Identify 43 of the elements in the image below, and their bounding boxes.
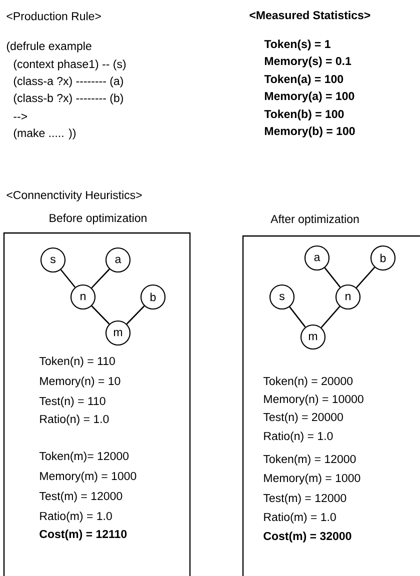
statistic-text: Memory(n) = 10 bbox=[40, 376, 120, 388]
section-heading: <Production Rule> bbox=[6, 12, 101, 20]
connector-line bbox=[356, 266, 376, 288]
statistic-text: Memory(m) = 1000 bbox=[264, 474, 360, 484]
section-heading: <Connenctivity Heuristics> bbox=[6, 190, 142, 202]
connector-line bbox=[126, 306, 145, 324]
statistic-text: Token(n) = 20000 bbox=[263, 376, 353, 388]
statistic-text: Test(m) = 12000 bbox=[263, 494, 346, 504]
panel-heading: After optimization bbox=[270, 214, 359, 226]
statistic-text: Memory(m) = 1000 bbox=[40, 472, 136, 482]
statistic-text: Token(b) = 100 bbox=[264, 110, 344, 120]
statistic-text: Memory(s) = 0.1 bbox=[264, 56, 352, 68]
statistic-text: Token(a) = 100 bbox=[264, 74, 344, 86]
statistic-text: Token(m)= 12000 bbox=[39, 452, 129, 462]
connector-line bbox=[320, 306, 340, 328]
rule-code-line: (class-b ?x) -------- (b) bbox=[14, 94, 123, 104]
statistic-text: Memory(n) = 10000 bbox=[264, 394, 364, 406]
statistic-text: Cost(m) = 12110 bbox=[40, 530, 127, 540]
statistic-text: Ratio(m) = 1.0 bbox=[264, 512, 336, 524]
connector-line bbox=[289, 306, 306, 328]
rule-code-line: (defrule example bbox=[6, 42, 92, 52]
statistic-text: Test(m) = 12000 bbox=[39, 492, 122, 502]
rule-code-line: (class-a ?x) -------- (a) bbox=[14, 76, 123, 88]
rule-code-line: --> bbox=[14, 114, 27, 120]
connector-line bbox=[91, 306, 110, 324]
section-heading: <Measured Statistics> bbox=[250, 10, 370, 20]
connector-line bbox=[91, 268, 110, 288]
connector-line bbox=[324, 267, 341, 288]
statistic-text: Ratio(n) = 1.0 bbox=[264, 432, 333, 442]
statistic-text: Memory(a) = 100 bbox=[264, 92, 354, 102]
statistic-text: Ratio(m) = 1.0 bbox=[40, 512, 112, 522]
statistic-text: Token(s) = 1 bbox=[264, 40, 330, 50]
statistic-text: Memory(b) = 100 bbox=[264, 126, 355, 138]
rule-code-line: (make ..... )) bbox=[14, 128, 76, 140]
connector-line bbox=[60, 269, 76, 288]
statistic-text: Token(n) = 110 bbox=[39, 356, 115, 368]
statistic-text: Token(m) = 12000 bbox=[263, 454, 356, 466]
panel-heading: Before optimization bbox=[50, 214, 146, 224]
statistic-text: Cost(m) = 32000 bbox=[264, 532, 352, 542]
statistic-text: Test(n) = 20000 bbox=[263, 412, 343, 424]
statistic-text: Ratio(n) = 1.0 bbox=[40, 414, 109, 426]
statistic-text: Test(n) = 110 bbox=[39, 396, 106, 408]
rule-code-line: (context phase1) -- (s) bbox=[14, 60, 126, 70]
